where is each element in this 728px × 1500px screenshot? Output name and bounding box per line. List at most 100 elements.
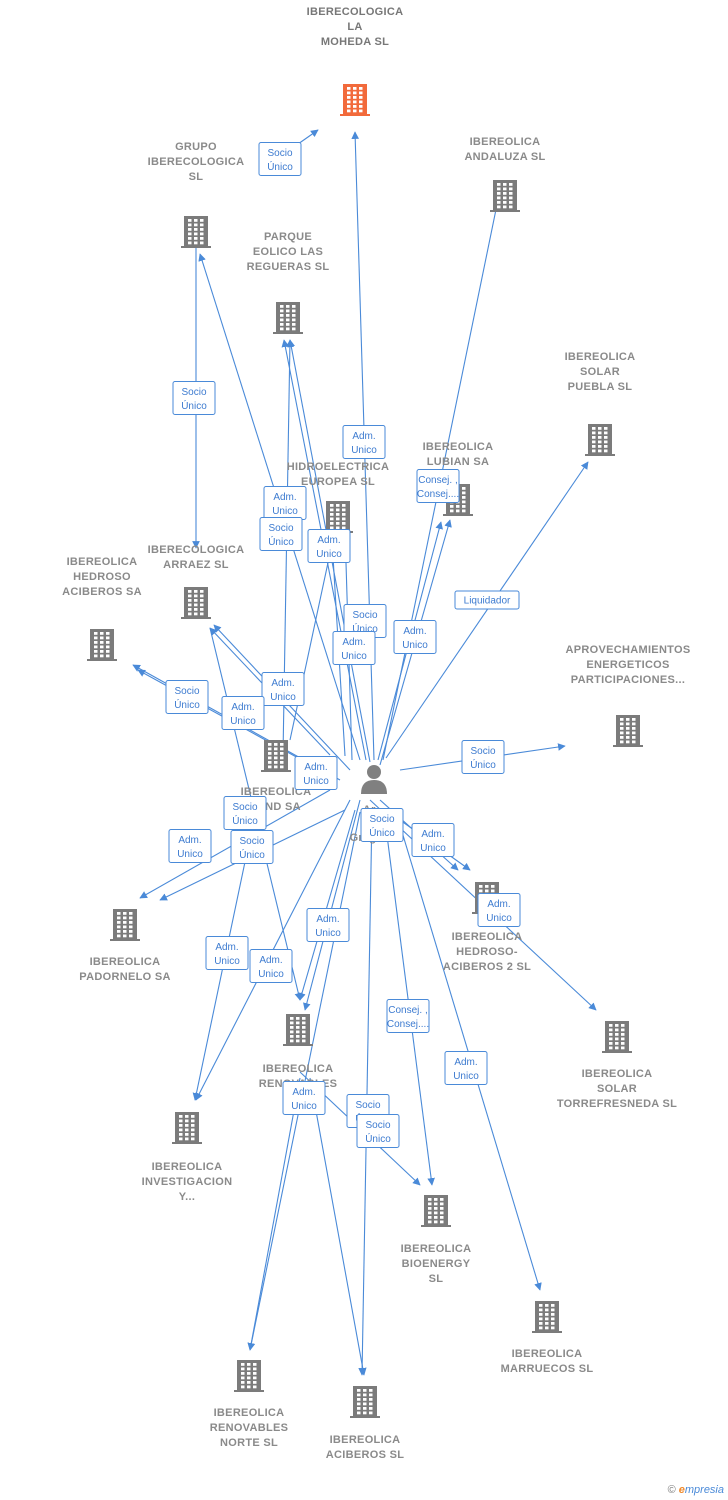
building-icon	[350, 1386, 380, 1418]
edge-label[interactable]: Liquidador	[454, 590, 520, 610]
building-base	[172, 1142, 202, 1144]
building-window	[185, 1133, 189, 1136]
building-window	[440, 1202, 444, 1206]
edge-label[interactable]: Adm.Unico	[294, 756, 338, 790]
edge-label-text: Consej....	[417, 489, 459, 500]
building-window	[280, 323, 284, 326]
building-window	[188, 219, 192, 222]
edge-label[interactable]: Adm.Unico	[477, 893, 521, 927]
building-icon	[602, 1021, 632, 1053]
edge-label[interactable]: Adm.Unico	[332, 631, 376, 665]
building-window	[545, 1322, 549, 1325]
edge-label-text: Unico	[270, 692, 296, 703]
building-window	[359, 87, 363, 90]
edge-label[interactable]: Adm.Unico	[411, 823, 455, 857]
building-window	[280, 305, 284, 308]
edge-label[interactable]: Adm.Unico	[261, 672, 305, 706]
edge-label[interactable]: Adm.Unico	[444, 1051, 488, 1085]
building-window	[342, 522, 346, 525]
company-label-line: SL	[429, 1273, 444, 1285]
edge-label[interactable]: Adm.Unico	[393, 620, 437, 654]
building-window	[497, 187, 501, 191]
edge-label-text: Consej. ,	[418, 475, 457, 486]
edge-label[interactable]: Adm.Unico	[249, 949, 293, 983]
building-window	[185, 1124, 189, 1127]
building-window	[123, 934, 127, 938]
brand-logo-e: e	[678, 1484, 685, 1496]
building-window	[509, 196, 513, 200]
building-window	[100, 650, 104, 653]
edge-label[interactable]: Adm.Unico	[306, 908, 350, 942]
building-window	[194, 599, 198, 602]
company-label-line: SOLAR	[580, 366, 620, 378]
building-window	[509, 201, 513, 204]
building-window	[200, 237, 204, 240]
building-window	[129, 934, 133, 938]
edge-label-text: Unico	[177, 849, 203, 860]
edge-label-text: Adm.	[231, 702, 254, 713]
edge-label[interactable]: Adm.Unico	[282, 1081, 326, 1115]
edge-label[interactable]: Adm.Unico	[168, 829, 212, 863]
edge-label[interactable]: Adm.Unico	[263, 486, 307, 520]
footer-brand[interactable]: © empresia	[668, 1484, 724, 1496]
building-window	[336, 517, 340, 521]
building-window	[286, 318, 290, 322]
building-icon	[490, 180, 520, 212]
building-window	[268, 761, 272, 764]
edge-label[interactable]: Consej. , Consej....	[416, 469, 460, 503]
building-window	[179, 1124, 183, 1127]
building-base	[443, 514, 473, 516]
building-window	[462, 487, 466, 490]
building-window	[620, 736, 624, 739]
building-window	[359, 109, 363, 113]
edge-label-text: Liquidador	[464, 596, 511, 607]
building-window	[253, 1363, 257, 1366]
building-window	[286, 327, 290, 331]
building-window	[188, 590, 192, 593]
edge-label[interactable]: Adm.Unico	[205, 936, 249, 970]
building-window	[296, 1017, 300, 1020]
company-node-investigacion[interactable]: IBEREOLICAINVESTIGACIONY...	[142, 1112, 233, 1203]
edge-label[interactable]: Adm.Unico	[307, 529, 351, 563]
building-base	[273, 332, 303, 334]
company-node-aprovech[interactable]: APROVECHAMIENTOSENERGETICOSPARTICIPACION…	[566, 644, 691, 747]
building-window	[434, 1216, 438, 1219]
edges-layer	[132, 129, 597, 1376]
building-window	[290, 1030, 294, 1034]
edge-label[interactable]: Adm.Unico	[221, 696, 265, 730]
building-window	[100, 641, 104, 644]
building-window	[621, 1024, 625, 1027]
building-window	[200, 608, 204, 611]
building-window	[200, 590, 204, 593]
edge-label[interactable]: Adm.Unico	[342, 425, 386, 459]
edge-label[interactable]: Consej. ,Consej....	[386, 999, 430, 1033]
building-window	[241, 1381, 245, 1384]
building-window	[106, 641, 110, 644]
building-window	[188, 228, 192, 231]
